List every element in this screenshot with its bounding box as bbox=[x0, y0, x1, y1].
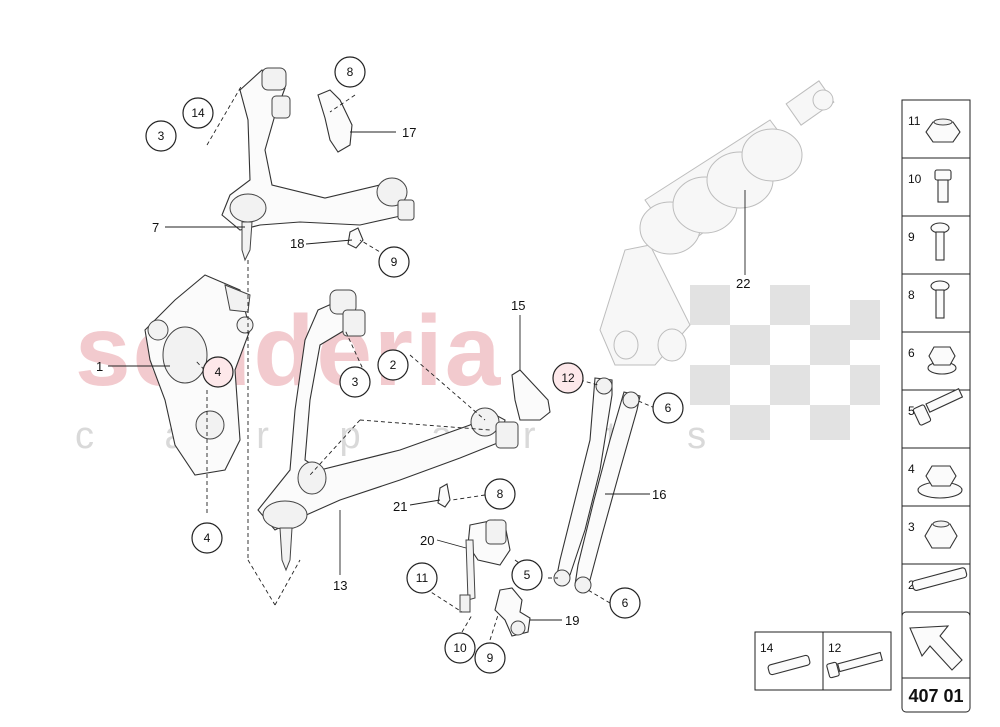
callout-4a-circle bbox=[202, 356, 234, 388]
callout-5: 5 bbox=[524, 568, 531, 582]
callout-6b-circle bbox=[609, 587, 641, 619]
callout-9a-circle bbox=[378, 246, 410, 278]
callout-3-circle bbox=[145, 120, 177, 152]
washer-nut-icon bbox=[917, 465, 963, 499]
callout-3b: 3 bbox=[352, 375, 359, 389]
sleeve-icon bbox=[767, 654, 811, 676]
callout-22: 22 bbox=[736, 276, 750, 291]
panel-num-5: 5 bbox=[908, 404, 915, 418]
callout-9b-circle bbox=[474, 642, 506, 674]
watermark-brand: scuderia bbox=[75, 295, 502, 407]
long-bolt-icon bbox=[912, 388, 964, 426]
panel-num-4: 4 bbox=[908, 462, 915, 476]
screw-icon bbox=[930, 222, 950, 261]
callout-12: 12 bbox=[561, 371, 575, 385]
callout-9b: 9 bbox=[487, 651, 494, 665]
small-parts bbox=[317, 89, 551, 637]
callout-10: 10 bbox=[453, 641, 467, 655]
callout-18: 18 bbox=[290, 236, 304, 251]
fastener-panel: 11 10 9 8 6 5 4 3 2 bbox=[901, 99, 971, 713]
panel-num-9: 9 bbox=[908, 230, 915, 244]
callout-7: 7 bbox=[152, 220, 159, 235]
callouts: 1 2 3 3 4 4 5 6 6 7 8 8 9 9 10 11 12 13 … bbox=[96, 56, 750, 674]
callout-3a: 3 bbox=[158, 129, 165, 143]
shock-absorber bbox=[599, 80, 835, 366]
callout-5-circle bbox=[511, 559, 543, 591]
screw-icon bbox=[930, 280, 950, 319]
panel-num-6: 6 bbox=[908, 346, 915, 360]
callout-21: 21 bbox=[393, 499, 407, 514]
callout-4b: 4 bbox=[204, 531, 211, 545]
callout-6b: 6 bbox=[622, 596, 629, 610]
callout-8a-circle bbox=[334, 56, 366, 88]
bottom-num-12: 12 bbox=[828, 641, 842, 655]
callout-20: 20 bbox=[420, 533, 434, 548]
callout-8b: 8 bbox=[497, 487, 504, 501]
callout-8b-circle bbox=[484, 478, 516, 510]
stud-icon bbox=[911, 567, 968, 591]
callout-6a: 6 bbox=[665, 401, 672, 415]
page-code: 407 01 bbox=[908, 686, 963, 706]
callout-13: 13 bbox=[333, 578, 347, 593]
bolt-icon bbox=[826, 651, 883, 679]
callout-2: 2 bbox=[390, 358, 397, 372]
toe-link bbox=[553, 377, 641, 594]
upper-wishbone bbox=[221, 67, 415, 262]
leader-lines bbox=[108, 84, 656, 641]
callout-8a: 8 bbox=[347, 65, 354, 79]
callout-6a-circle bbox=[652, 392, 684, 424]
direction-arrow-icon bbox=[909, 625, 963, 671]
callout-9a: 9 bbox=[391, 255, 398, 269]
callout-11: 11 bbox=[416, 571, 429, 585]
callout-16: 16 bbox=[652, 487, 666, 502]
bottom-num-14: 14 bbox=[760, 641, 774, 655]
panel-cell-10 bbox=[901, 157, 971, 217]
panel-num-11: 11 bbox=[908, 114, 921, 128]
panel-num-8: 8 bbox=[908, 288, 915, 302]
panel-num-2: 2 bbox=[908, 578, 915, 592]
callout-15: 15 bbox=[511, 298, 525, 313]
callout-11-circle bbox=[406, 562, 438, 594]
callout-14: 14 bbox=[191, 106, 205, 120]
callout-2-circle bbox=[377, 349, 409, 381]
callout-3b-circle bbox=[339, 366, 371, 398]
callout-19: 19 bbox=[565, 613, 579, 628]
bolt-icon bbox=[934, 169, 952, 203]
callout-4b-circle bbox=[191, 522, 223, 554]
callout-17: 17 bbox=[402, 125, 416, 140]
callout-10-circle bbox=[444, 632, 476, 664]
checkered-flag bbox=[690, 285, 880, 440]
panel-num-10: 10 bbox=[908, 172, 922, 186]
lower-wishbone bbox=[257, 289, 519, 572]
callout-12-circle bbox=[552, 362, 584, 394]
flange-nut-icon bbox=[927, 346, 957, 375]
callout-4a: 4 bbox=[215, 365, 222, 379]
wheel-hub-knuckle bbox=[144, 274, 254, 476]
nut-icon bbox=[925, 118, 961, 143]
bottom-panel: 14 12 bbox=[754, 631, 892, 691]
panel-num-3: 3 bbox=[908, 520, 915, 534]
callout-14-circle bbox=[182, 97, 214, 129]
callout-1: 1 bbox=[96, 359, 103, 374]
nut-icon bbox=[924, 520, 958, 549]
